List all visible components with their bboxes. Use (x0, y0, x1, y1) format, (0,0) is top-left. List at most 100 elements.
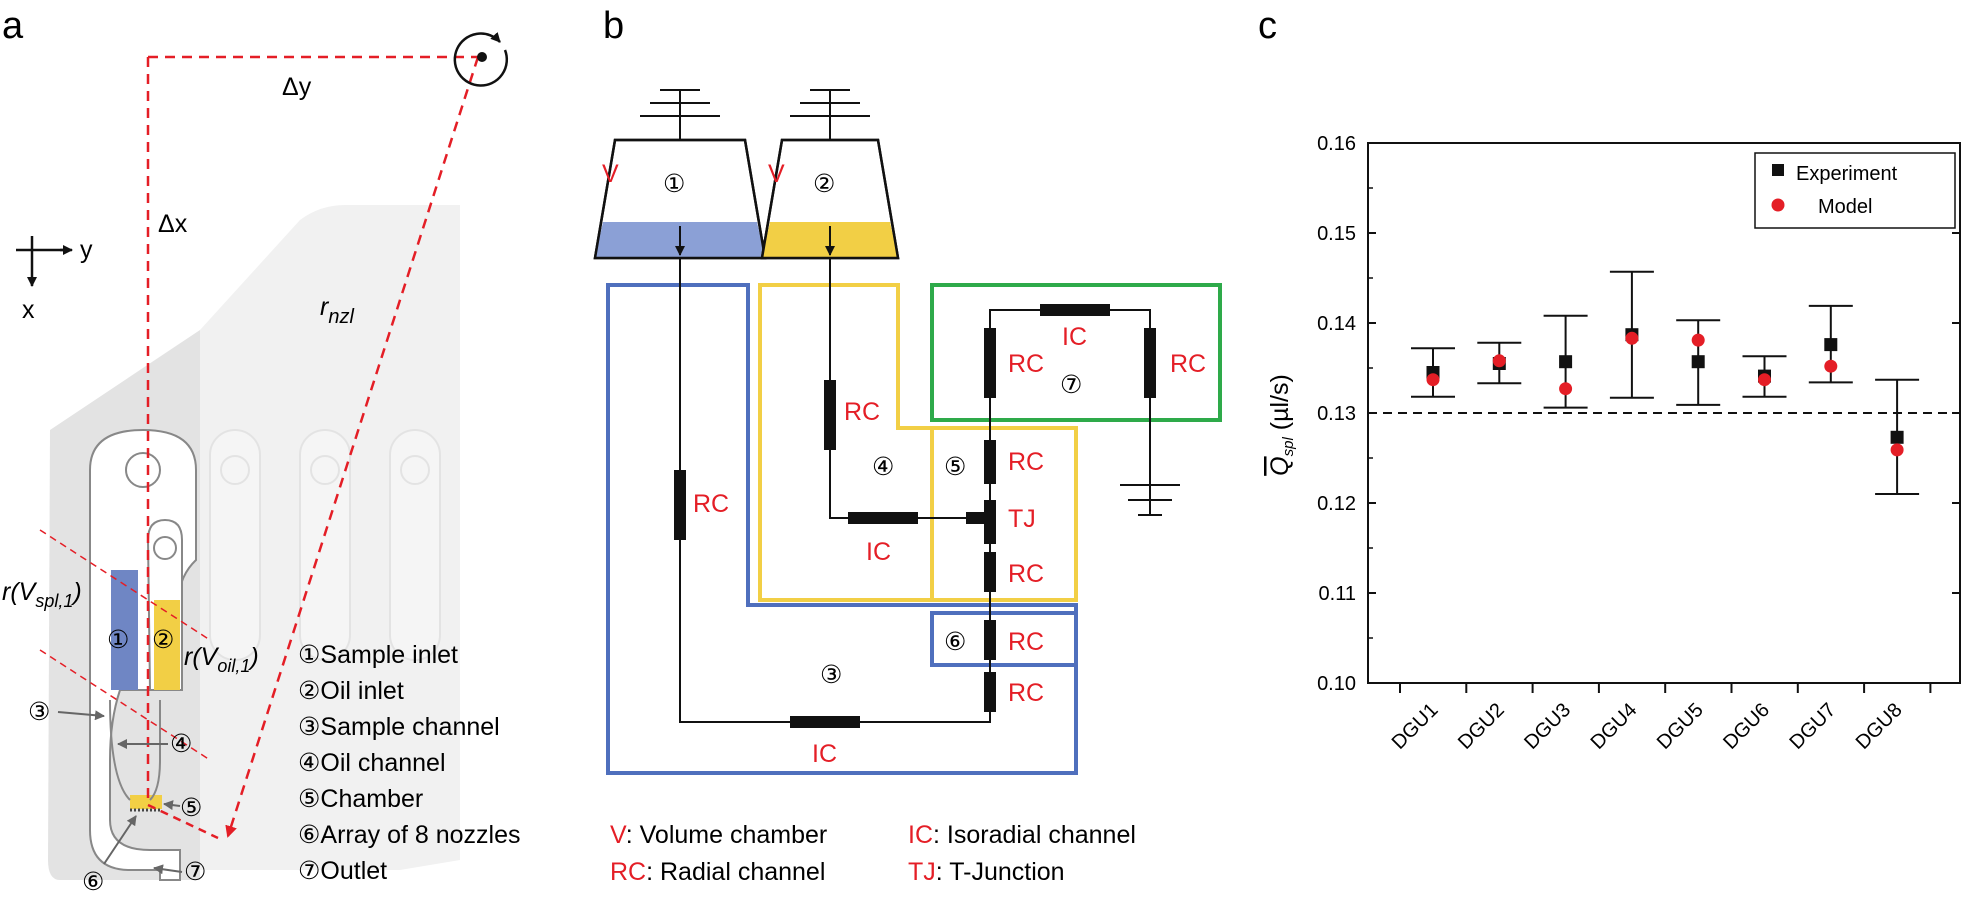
model-point (1492, 354, 1506, 368)
model-point (1426, 373, 1440, 387)
rc-resistor-6 (984, 620, 996, 660)
zone-7-green (930, 283, 1222, 422)
experiment-point (1824, 338, 1838, 352)
rc-resistor-7a (984, 328, 996, 398)
callout-7: ⑦ (184, 858, 206, 886)
legend-a-6: ⑥Array of 8 nozzles (298, 821, 521, 849)
legend-a-1: ①Sample inlet (298, 641, 458, 669)
model-point (1559, 382, 1573, 396)
zone-5-num: ⑤ (944, 453, 966, 481)
rotation-icon (453, 31, 509, 87)
legend-box (1754, 152, 1956, 229)
x-tick-label: DGU8 (1852, 699, 1907, 754)
zone-3-blue (606, 283, 1078, 775)
panel-a-letter: a (2, 5, 24, 47)
rc-label-7b: RC (1170, 350, 1206, 378)
callout-3: ③ (28, 698, 50, 726)
r-voil-label: r(Voil,1) (184, 643, 259, 676)
rc-resistor-4 (824, 380, 836, 450)
volume-chamber-2 (760, 89, 900, 260)
panel-b: b (593, 5, 1222, 886)
callout-6: ⑥ (82, 868, 104, 896)
callout-6-arrow (103, 815, 137, 865)
y-tick-label: 0.13 (1317, 403, 1356, 425)
axis-y-label: y (80, 236, 93, 264)
rc-label-3: RC (693, 490, 729, 518)
rc-label-5b: RC (1008, 560, 1044, 588)
rc-label-5a: RC (1008, 448, 1044, 476)
chamber-2-num: ② (813, 170, 835, 198)
x-tick-label: DGU5 (1653, 699, 1708, 754)
model-point (1890, 443, 1904, 457)
experiment-point (1559, 355, 1573, 369)
zone-3-num: ③ (820, 661, 842, 689)
model-point (1691, 333, 1705, 347)
legend-experiment-label: Experiment (1796, 163, 1898, 185)
v1-label: V (602, 160, 619, 188)
y-tick-label: 0.12 (1317, 493, 1356, 515)
rc-resistor-7b (1144, 328, 1156, 398)
callout-2: ② (152, 626, 174, 654)
panel-b-letter: b (603, 5, 624, 47)
legend-a-4: ④Oil channel (298, 749, 446, 777)
x-tick-label: DGU4 (1587, 699, 1642, 754)
ic-resistor-4 (848, 512, 918, 524)
tj-junction-bar (966, 512, 996, 524)
chamber-1-num: ① (663, 170, 685, 198)
rc-label-3b: RC (1008, 679, 1044, 707)
r-vspl-label: r(Vspl,1) (2, 578, 82, 611)
model-point (1824, 359, 1838, 373)
y-axis-label: Qspl (µl/s) (1266, 374, 1297, 476)
sample-inlet-hole (125, 452, 161, 488)
legend-b-rc: RC: Radial channel (610, 858, 825, 886)
axis-x-label: x (22, 296, 35, 324)
x-tick-label: DGU2 (1454, 699, 1509, 754)
chamber-fluid (130, 795, 162, 809)
oil-inlet-hole (153, 536, 177, 560)
rc-resistor-3b (984, 672, 996, 712)
rc-label-4: RC (844, 398, 880, 426)
legend-model-label: Model (1818, 196, 1872, 218)
callout-5-arrow (163, 800, 181, 811)
legend-a-3: ③Sample channel (298, 713, 500, 741)
model-point (1625, 331, 1639, 345)
disc-background (140, 205, 460, 870)
ic-resistor-3 (790, 716, 860, 728)
callout-1: ① (107, 626, 129, 654)
rc-resistor-5a (984, 440, 996, 484)
zone-7-num: ⑦ (1060, 371, 1082, 399)
rc-label-7a: RC (1008, 350, 1044, 378)
y-tick-label: 0.16 (1317, 133, 1356, 155)
callout-3-arrow (57, 710, 105, 721)
y-tick-label: 0.11 (1319, 583, 1356, 605)
panel-b-legend: V: Volume chamber IC: Isoradial channel … (610, 821, 1136, 886)
axis-cross-icon (16, 236, 73, 287)
legend-b-ic: IC: Isoradial channel (908, 821, 1136, 849)
experiment-point (1691, 355, 1705, 369)
zone-6-num: ⑥ (944, 628, 966, 656)
ic-label-3: IC (812, 740, 837, 768)
legend-experiment-marker (1772, 164, 1784, 176)
callout-4: ④ (170, 730, 192, 758)
delta-x-label: Δx (158, 210, 188, 238)
rc-resistor-3 (674, 470, 686, 540)
delta-y-label: Δy (282, 73, 312, 101)
r-nzl-label: rnzl (320, 293, 354, 328)
ic-resistor-7 (1040, 304, 1110, 316)
v2-label: V (768, 160, 785, 188)
zone-5-yellow (930, 426, 1078, 602)
legend-model-marker (1771, 198, 1785, 212)
resistors (674, 304, 1156, 728)
callout-5: ⑤ (180, 794, 202, 822)
y-tick-label: 0.10 (1317, 673, 1356, 695)
y-tick-label: 0.14 (1317, 313, 1356, 335)
x-tick-label: DGU1 (1388, 699, 1443, 754)
model-point (1758, 373, 1771, 387)
x-tick-label: DGU7 (1785, 699, 1840, 754)
legend-b-v: V: Volume chamber (610, 821, 827, 849)
legend-a-2: ②Oil inlet (298, 677, 404, 705)
experiment-point (1890, 430, 1904, 444)
panel-a-legend: ①Sample inlet ②Oil inlet ③Sample channel… (298, 641, 521, 885)
panel-c-letter: c (1258, 5, 1277, 47)
